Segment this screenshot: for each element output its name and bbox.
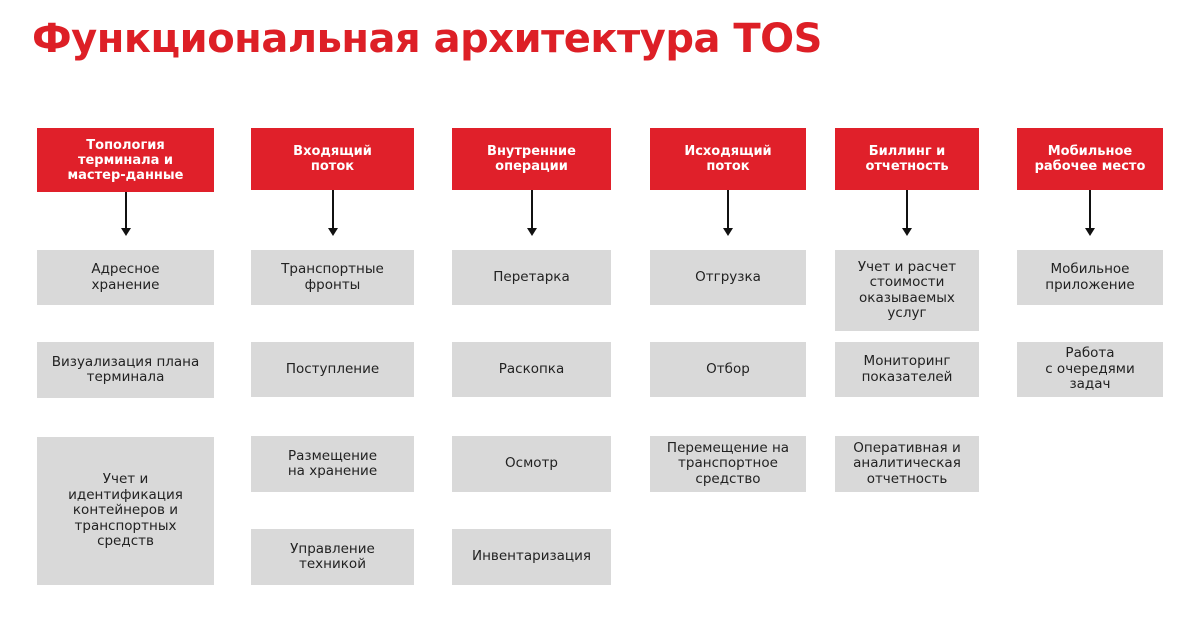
function-box: Размещение на хранение bbox=[251, 436, 414, 492]
function-box: Оперативная и аналитическая отчетность bbox=[835, 436, 979, 492]
function-box: Визуализация плана терминала bbox=[37, 342, 214, 398]
function-box: Инвентаризация bbox=[452, 529, 611, 585]
function-box: Учет и расчет стоимости оказываемых услу… bbox=[835, 250, 979, 331]
arrow-down-icon bbox=[1085, 190, 1095, 236]
function-box: Транспортные фронты bbox=[251, 250, 414, 305]
function-box: Перемещение на транспортное средство bbox=[650, 436, 806, 492]
function-box: Отбор bbox=[650, 342, 806, 397]
arrow-down-icon bbox=[327, 190, 338, 236]
column-header: Внутренние операции bbox=[452, 128, 611, 190]
column-header: Входящий поток bbox=[251, 128, 414, 190]
arrow-down-icon bbox=[902, 190, 912, 236]
function-box: Перетарка bbox=[452, 250, 611, 305]
function-box: Учет и идентификация контейнеров и транс… bbox=[37, 437, 214, 585]
function-box: Управление техникой bbox=[251, 529, 414, 585]
function-box: Адресное хранение bbox=[37, 250, 214, 305]
function-box: Мониторинг показателей bbox=[835, 342, 979, 397]
page-title: Функциональная архитектура TOS bbox=[32, 16, 822, 62]
function-box: Раскопка bbox=[452, 342, 611, 397]
column-header: Биллинг и отчетность bbox=[835, 128, 979, 190]
function-box: Отгрузка bbox=[650, 250, 806, 305]
arrow-down-icon bbox=[723, 190, 733, 236]
function-box: Осмотр bbox=[452, 436, 611, 492]
function-box: Работа с очередями задач bbox=[1017, 342, 1163, 397]
arrow-down-icon bbox=[120, 192, 131, 236]
column-header: Мобильное рабочее место bbox=[1017, 128, 1163, 190]
function-box: Мобильное приложение bbox=[1017, 250, 1163, 305]
function-box: Поступление bbox=[251, 342, 414, 397]
column-header: Исходящий поток bbox=[650, 128, 806, 190]
arrow-down-icon bbox=[526, 190, 537, 236]
column-header: Топология терминала и мастер-данные bbox=[37, 128, 214, 192]
